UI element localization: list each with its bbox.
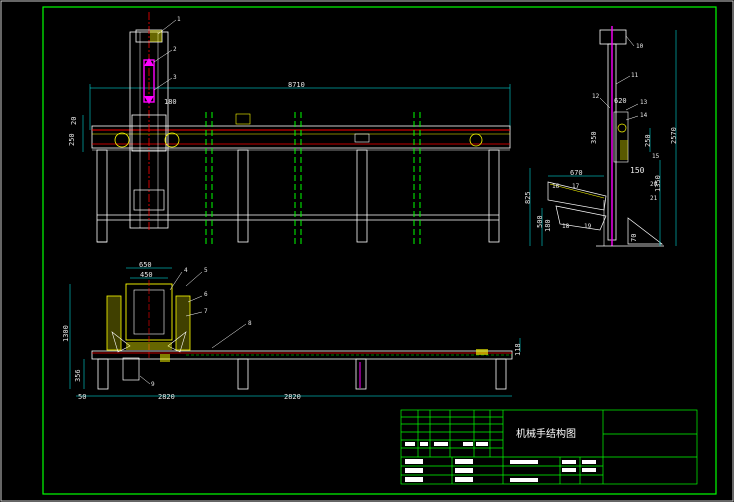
part-label-17: 17 bbox=[572, 183, 580, 190]
part-label-16: 16 bbox=[552, 183, 560, 190]
drawing-title: 机械手结构图 bbox=[516, 427, 576, 440]
dim-bottom-height: 1300 bbox=[62, 325, 70, 342]
dim-side-h4: 1350 bbox=[654, 175, 662, 192]
dim-rail-height: 250 bbox=[68, 133, 76, 146]
side-view: 2570 1350 250 620 350 150 670 825 500 18… bbox=[524, 26, 678, 247]
part-label-15: 15 bbox=[652, 153, 660, 160]
part-label-12: 12 bbox=[592, 93, 600, 100]
dim-side-base-w: 670 bbox=[570, 169, 583, 177]
dim-side-h3: 180 bbox=[544, 219, 552, 232]
part-label-19: 19 bbox=[584, 223, 592, 230]
dim-side-mid: 350 bbox=[590, 131, 598, 144]
dim-bottom-span2: 2820 bbox=[284, 393, 301, 401]
dim-side-h5: 70 bbox=[630, 234, 638, 242]
part-label-9: 9 bbox=[151, 381, 155, 388]
dim-total-length: 8710 bbox=[288, 81, 305, 89]
part-label-13: 13 bbox=[640, 99, 648, 106]
part-label-20: 20 bbox=[650, 181, 658, 188]
front-view: 8710 20 250 bbox=[68, 12, 511, 245]
dim-bottom-width-inner: 450 bbox=[140, 271, 153, 279]
bottom-view: 650 450 1300 356 bbox=[62, 261, 522, 401]
part-label-6: 6 bbox=[204, 291, 208, 298]
dim-bottom-left-offset: 50 bbox=[78, 393, 86, 401]
part-label-14: 14 bbox=[640, 112, 648, 119]
dim-bottom-span1: 2820 bbox=[158, 393, 175, 401]
part-label-11: 11 bbox=[631, 72, 639, 79]
dim-bottom-width-outer: 650 bbox=[139, 261, 152, 269]
title-block bbox=[400, 409, 698, 485]
dim-carriage-width: 180 bbox=[164, 98, 177, 106]
dim-bottom-base: 356 bbox=[74, 369, 82, 382]
title-block-fields bbox=[405, 442, 596, 482]
part-label-7: 7 bbox=[204, 308, 208, 315]
dim-side-arm: 150 bbox=[630, 166, 645, 175]
part-label-5: 5 bbox=[204, 267, 208, 274]
inner-frame bbox=[42, 6, 717, 495]
part-label-8: 8 bbox=[248, 320, 252, 327]
dim-side-overall: 2570 bbox=[670, 127, 678, 144]
dim-side-small: 250 bbox=[644, 134, 652, 147]
dim-bottom-right: 118 bbox=[514, 343, 522, 356]
part-label-4: 4 bbox=[184, 267, 188, 274]
part-label-10: 10 bbox=[636, 43, 644, 50]
part-label-2: 2 bbox=[173, 46, 177, 53]
part-label-18: 18 bbox=[562, 223, 570, 230]
dim-side-h1: 825 bbox=[524, 191, 532, 204]
part-label-1: 1 bbox=[177, 16, 181, 23]
part-label-21: 21 bbox=[650, 195, 658, 202]
part-label-3: 3 bbox=[173, 74, 177, 81]
dim-rail-spacing: 20 bbox=[70, 117, 78, 125]
dim-side-h2: 500 bbox=[536, 215, 544, 228]
dim-side-top: 620 bbox=[614, 97, 627, 105]
